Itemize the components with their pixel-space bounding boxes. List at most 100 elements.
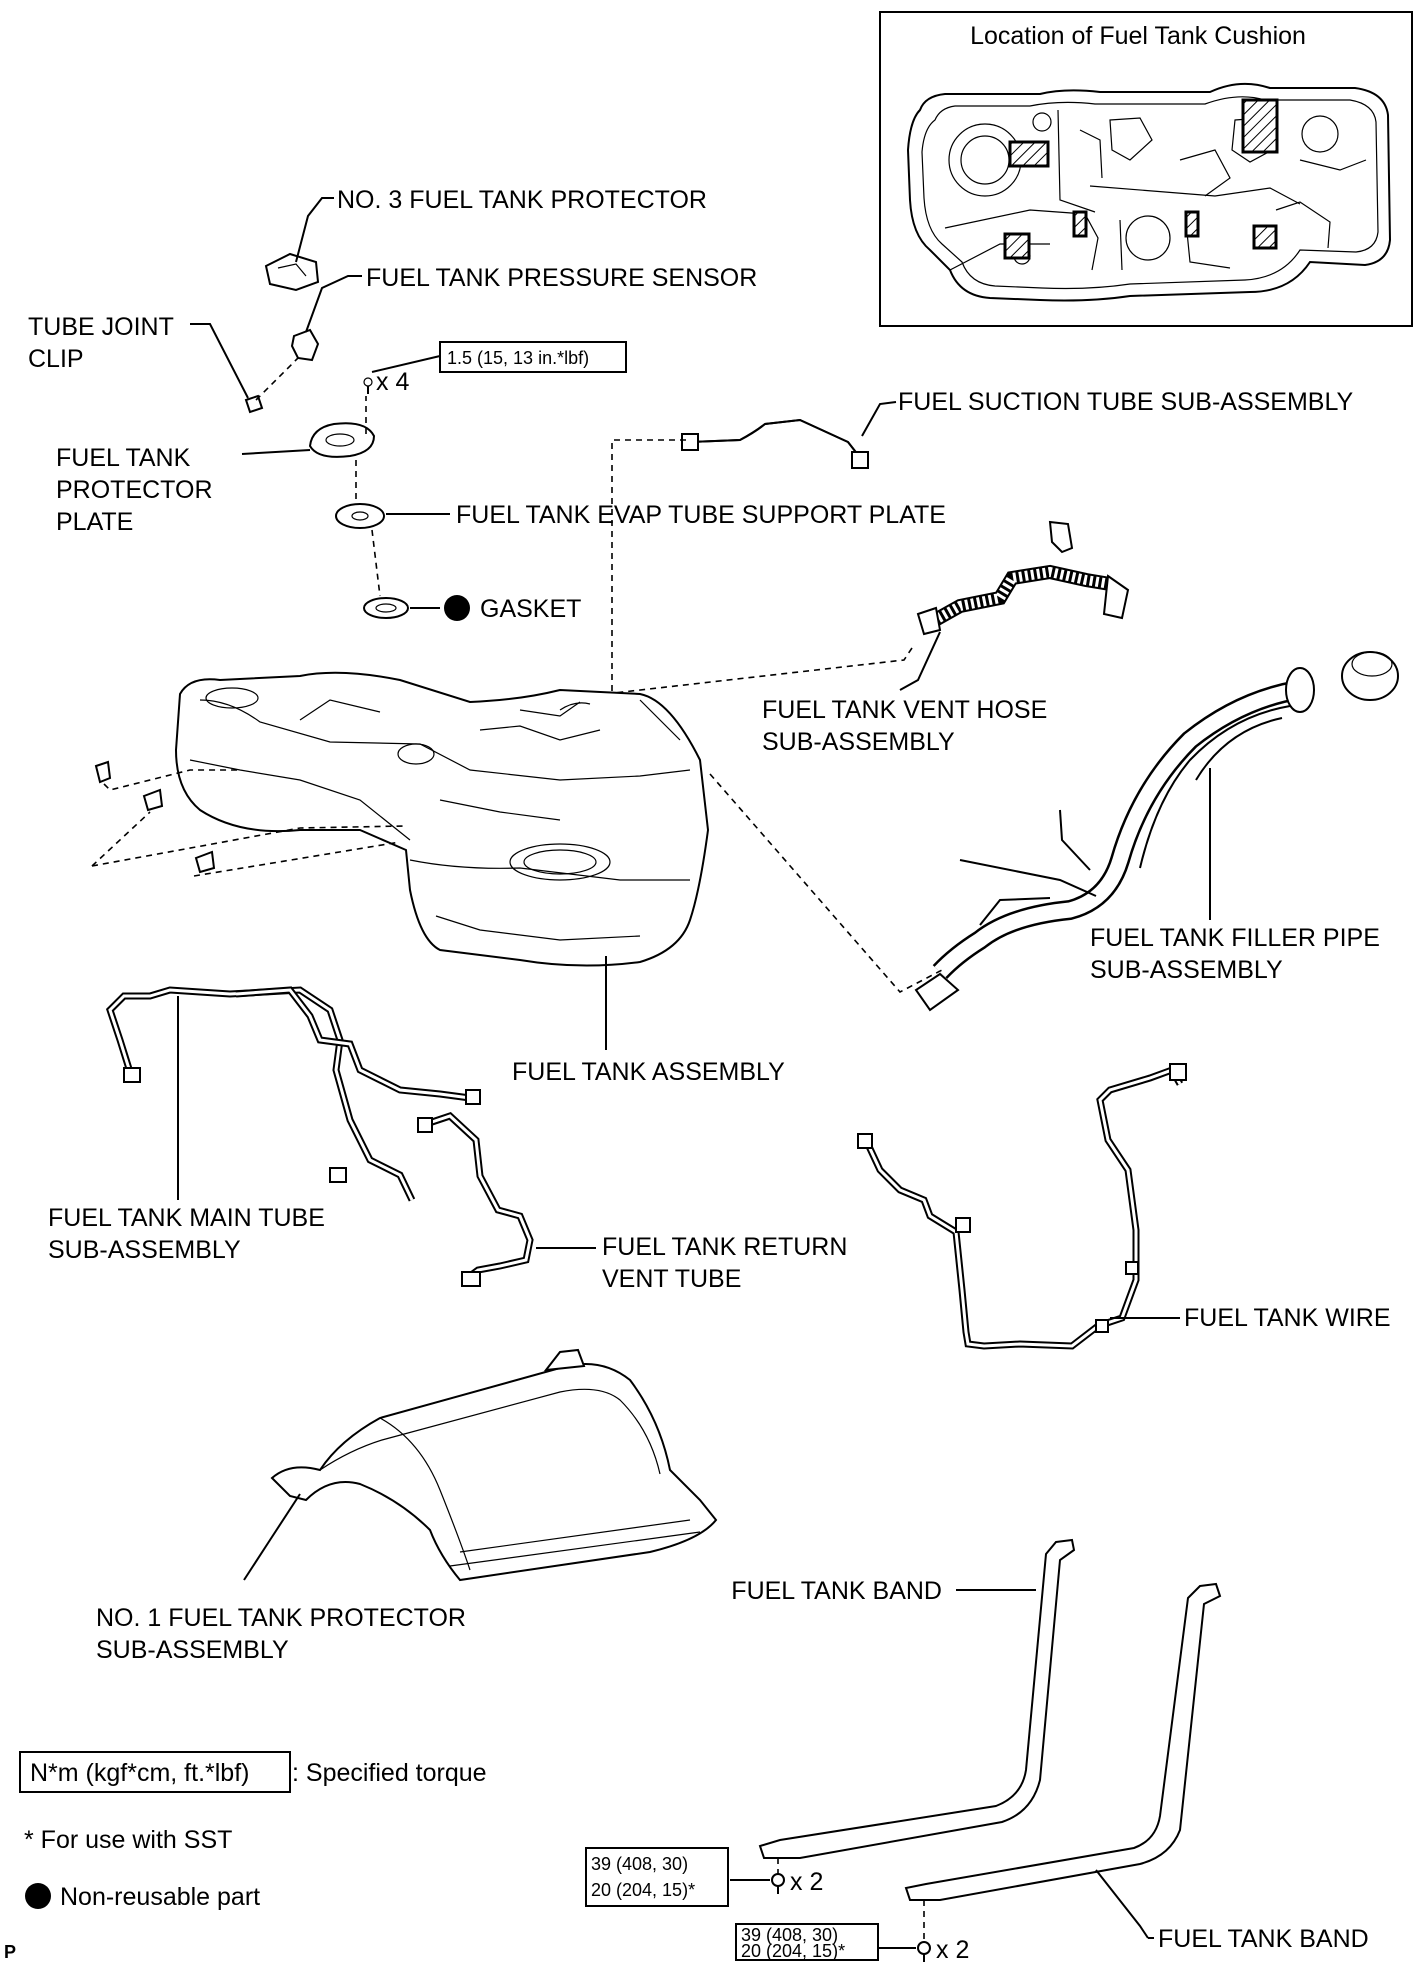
label-pressure-sensor: FUEL TANK PRESSURE SENSOR [366, 264, 757, 292]
filler-pipe-inlet [914, 972, 960, 1012]
label-return-vent-1: FUEL TANK RETURN [602, 1233, 847, 1261]
torque-box-band2 [735, 1923, 879, 1961]
evap-support-plate-group: FUEL TANK EVAP TUBE SUPPORT PLATE [335, 460, 946, 529]
label-no3-protector: NO. 3 FUEL TANK PROTECTOR [337, 186, 707, 214]
fuel-tank-assembly-group: FUEL TANK ASSEMBLY [174, 671, 785, 1086]
label-tank-wire: FUEL TANK WIRE [1184, 1304, 1391, 1332]
corner-mark: P [4, 1942, 16, 1962]
tank-band-lower-group: FUEL TANK BAND x 2 39 (408, 30) 20 (204,… [735, 1582, 1369, 1963]
legend-non-reusable: Non-reusable part [60, 1883, 260, 1911]
vent-hose-clamp [1048, 520, 1074, 554]
legend-sst-note: * For use with SST [24, 1826, 232, 1854]
label-main-tube-2: SUB-ASSEMBLY [48, 1236, 241, 1264]
vent-hose-end-2 [1102, 574, 1130, 620]
label-tube-joint-1: TUBE JOINT [28, 313, 174, 341]
wire-clip-2 [1095, 1319, 1109, 1333]
fuel-tank-body [174, 671, 710, 967]
filler-pipe-group: FUEL TANK FILLER PIPE SUB-ASSEMBLY [709, 651, 1399, 1012]
filler-pipe-mouth [1285, 667, 1315, 713]
vent-hose-group: FUEL TANK VENT HOSE SUB-ASSEMBLY [569, 520, 1130, 756]
no1-protector-tab [543, 1348, 586, 1372]
torque-band2-line2: 20 (204, 15)* [741, 1941, 845, 1961]
protector-plate-group: x 4 1.5 (15, 13 in.*lbf) FUEL TANK PROTE… [56, 341, 627, 536]
gasket-part [363, 597, 409, 619]
label-gasket: GASKET [480, 595, 581, 623]
label-vent-hose-2: SUB-ASSEMBLY [762, 728, 955, 756]
legend-torque-unit: N*m (kgf*cm, ft.*lbf) [30, 1759, 249, 1787]
inset-frame [879, 11, 1413, 327]
return-vent-connector-2 [461, 1271, 481, 1287]
vent-hose-end-1 [916, 606, 942, 636]
protector-plate-part [308, 422, 376, 458]
band2-bolt-qty: x 2 [936, 1936, 969, 1963]
legend: N*m (kgf*cm, ft.*lbf) : Specified torque… [19, 1751, 487, 1911]
main-tube-connector-2 [329, 1167, 347, 1183]
label-tank-band-lower: FUEL TANK BAND [1158, 1925, 1369, 1953]
no3-protector-group: NO. 3 FUEL TANK PROTECTOR [264, 186, 707, 292]
torque-box-protector-plate [439, 341, 627, 373]
legend-torque-box [19, 1751, 291, 1793]
band2-bolt-icon [917, 1941, 931, 1955]
wire-connector-3 [1169, 1063, 1187, 1081]
label-tank-band-upper: FUEL TANK BAND [731, 1577, 942, 1605]
suction-tube-connector-1 [681, 433, 699, 451]
suction-tube-connector-2 [851, 451, 869, 469]
suction-tube-group: FUEL SUCTION TUBE SUB-ASSEMBLY [611, 388, 1354, 692]
no1-protector-part [270, 1363, 718, 1582]
tank-band-upper-part [758, 1538, 1076, 1859]
label-no1-protector-2: SUB-ASSEMBLY [96, 1636, 289, 1664]
cushion-marker-2 [1241, 98, 1279, 154]
wire-clip-1 [1125, 1261, 1139, 1275]
pressure-sensor-part [290, 328, 320, 362]
band1-bolt-icon [771, 1873, 785, 1887]
label-tank-assembly: FUEL TANK ASSEMBLY [512, 1058, 785, 1086]
label-evap-support-plate: FUEL TANK EVAP TUBE SUPPORT PLATE [456, 501, 946, 529]
return-vent-connector-1 [417, 1117, 433, 1133]
inset-title: Location of Fuel Tank Cushion [970, 22, 1306, 50]
label-main-tube-1: FUEL TANK MAIN TUBE [48, 1204, 325, 1232]
label-filler-pipe-2: SUB-ASSEMBLY [1090, 956, 1283, 984]
side-clip-1 [94, 760, 112, 784]
label-protector-plate-3: PLATE [56, 508, 133, 536]
tank-band-lower-part [904, 1582, 1222, 1901]
label-vent-hose-1: FUEL TANK VENT HOSE [762, 696, 1047, 724]
evap-support-plate-part [335, 503, 385, 529]
label-tube-joint-2: CLIP [28, 345, 84, 373]
side-clip-2 [142, 788, 164, 812]
bolt-icon [363, 377, 373, 387]
tube-joint-clip-group: TUBE JOINT CLIP [28, 313, 299, 414]
cushion-marker-1 [1008, 140, 1050, 168]
legend-non-reusable-icon [25, 1883, 51, 1909]
main-tube-connector-1 [123, 1067, 141, 1083]
wire-connector-1 [857, 1133, 873, 1149]
main-tube-connector-3 [465, 1089, 481, 1105]
tank-wire-group: FUEL TANK WIRE [857, 1063, 1391, 1350]
band1-bolt-qty: x 2 [790, 1868, 823, 1896]
torque-protector-plate: 1.5 (15, 13 in.*lbf) [447, 348, 589, 368]
side-clip-3 [194, 850, 216, 874]
wire-connector-2 [955, 1217, 971, 1233]
label-no1-protector-1: NO. 1 FUEL TANK PROTECTOR [96, 1604, 466, 1632]
cushion-marker-6 [1252, 224, 1278, 250]
tank-side-clips [91, 760, 405, 877]
legend-torque-desc: : Specified torque [292, 1759, 487, 1787]
cushion-location-inset: Location of Fuel Tank Cushion [879, 11, 1413, 327]
torque-band2-line1: 39 (408, 30) [741, 1925, 838, 1945]
cushion-marker-4 [1072, 210, 1088, 238]
torque-band1-line2: 20 (204, 15)* [591, 1880, 695, 1900]
label-protector-plate-1: FUEL TANK [56, 444, 191, 472]
no3-protector-part [264, 252, 320, 292]
label-return-vent-2: VENT TUBE [602, 1265, 741, 1293]
label-suction-tube: FUEL SUCTION TUBE SUB-ASSEMBLY [898, 388, 1354, 416]
no1-protector-group: NO. 1 FUEL TANK PROTECTOR SUB-ASSEMBLY [96, 1348, 718, 1664]
cushion-marker-5 [1184, 210, 1200, 238]
label-protector-plate-2: PROTECTOR [56, 476, 213, 504]
torque-band1-line1: 39 (408, 30) [591, 1854, 688, 1874]
main-tube-group: FUEL TANK MAIN TUBE SUB-ASSEMBLY [48, 986, 481, 1264]
label-filler-pipe-1: FUEL TANK FILLER PIPE [1090, 924, 1380, 952]
gasket-group: GASKET [363, 529, 581, 623]
tube-joint-clip-part [244, 394, 264, 414]
return-vent-group: FUEL TANK RETURN VENT TUBE [417, 1112, 847, 1293]
torque-box-band1 [585, 1847, 729, 1907]
